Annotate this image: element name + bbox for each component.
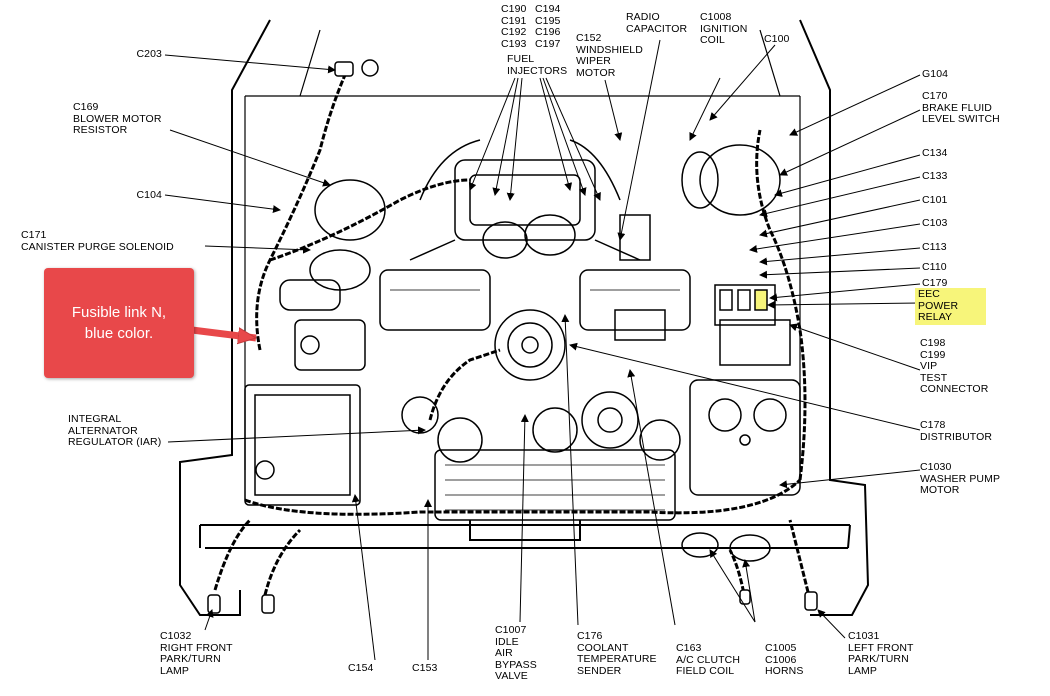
label-vip-test-connector: C198 C199 VIP TEST CONNECTOR	[920, 337, 989, 395]
label-c152: C152 WINDSHIELD WIPER MOTOR	[576, 32, 643, 79]
label-c134: C134	[922, 147, 948, 159]
label-c1007: C1007 IDLE AIR BYPASS VALVE	[495, 624, 537, 682]
label-radio-capacitor: RADIO CAPACITOR	[626, 11, 688, 35]
label-injectors-a: C190 C191 C192 C193	[501, 3, 527, 50]
label-c133: C133	[922, 170, 948, 182]
label-c163: C163 A/C CLUTCH FIELD COIL	[676, 642, 741, 677]
label-c100: C100	[764, 33, 790, 45]
label-iar: INTEGRAL ALTERNATOR REGULATOR (IAR)	[68, 413, 162, 448]
label-c176: C176 COOLANT TEMPERATURE SENDER	[577, 630, 657, 677]
label-fuel-injectors: FUEL INJECTORS	[507, 53, 568, 77]
label-c178: C178 DISTRIBUTOR	[920, 419, 993, 443]
label-c1008: C1008 IGNITION COIL	[700, 11, 748, 46]
label-c171: C171 CANISTER PURGE SOLENOID	[21, 229, 174, 253]
lamp-connectors	[207, 59, 818, 614]
label-c1030: C1030 WASHER PUMP MOTOR	[920, 461, 1001, 496]
fusible-link-callout: Fusible link N, blue color.	[44, 268, 194, 378]
label-c1032: C1032 RIGHT FRONT PARK/TURN LAMP	[160, 630, 233, 677]
label-c1031: C1031 LEFT FRONT PARK/TURN LAMP	[848, 630, 914, 677]
label-injectors-b: C194 C195 C196 C197	[535, 3, 561, 50]
callout-arrow	[191, 326, 256, 338]
label-c113: C113	[922, 241, 947, 253]
label-c170: C170 BRAKE FLUID LEVEL SWITCH	[922, 90, 1000, 125]
vehicle-body-outline	[179, 19, 870, 616]
leader-lines	[164, 39, 921, 661]
label-horns: C1005 C1006 HORNS	[765, 642, 804, 677]
label-c110: C110	[922, 261, 947, 273]
label-c203: C203	[136, 48, 162, 60]
label-c101: C101	[922, 194, 948, 206]
label-eec-power-relay: EEC POWER RELAY	[915, 288, 986, 325]
label-c153: C153	[412, 662, 438, 674]
label-c154: C154	[348, 662, 374, 674]
label-c104: C104	[136, 189, 162, 201]
label-c179: C179	[922, 277, 948, 289]
label-g104: G104	[922, 68, 949, 80]
label-c103: C103	[922, 217, 948, 229]
label-c169: C169 BLOWER MOTOR RESISTOR	[73, 101, 162, 136]
